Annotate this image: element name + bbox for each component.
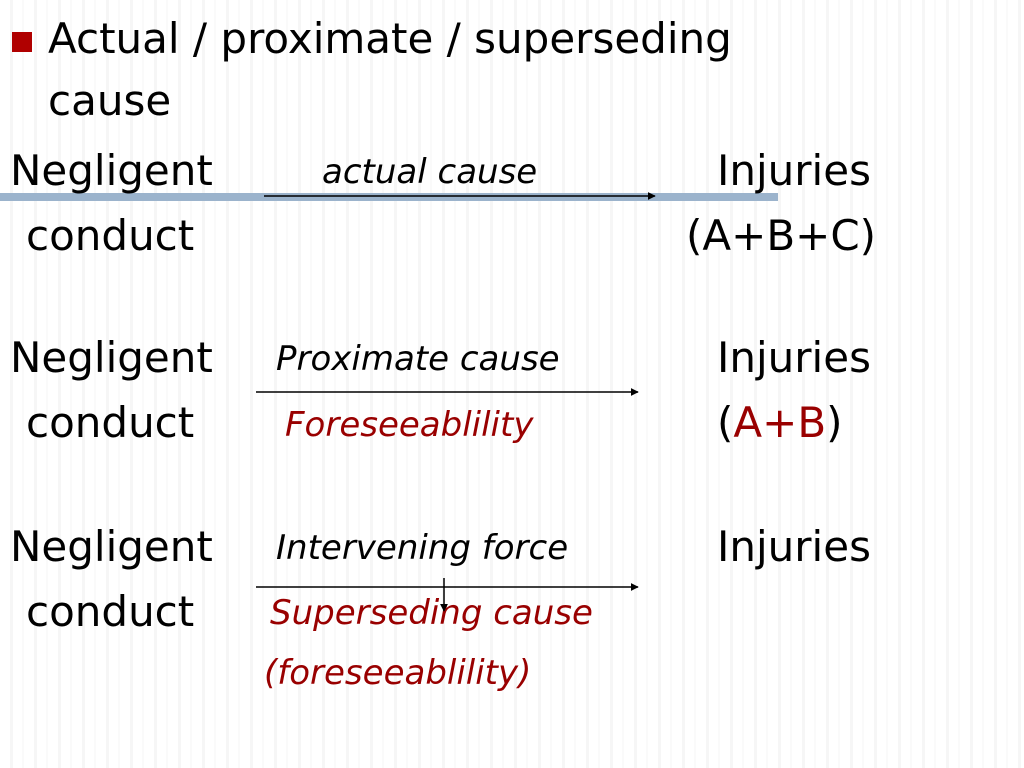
row3-label-foreseeability: (foreseeablility) bbox=[264, 653, 532, 693]
row3-label-superseding-cause: Superseding cause bbox=[270, 593, 593, 633]
slide-title-line2: cause bbox=[48, 76, 172, 125]
title-divider bbox=[0, 193, 778, 201]
row3-label-intervening-force: Intervening force bbox=[276, 528, 569, 568]
row1-label-actual-cause: actual cause bbox=[322, 152, 538, 192]
row1-injury-detail: (A+B+C) bbox=[686, 211, 877, 260]
row2-label-foreseeability: Foreseeablility bbox=[285, 405, 534, 445]
row2-injury-detail: (A+B) bbox=[717, 398, 843, 447]
bullet-icon bbox=[12, 32, 32, 52]
row3-injuries: Injuries bbox=[717, 522, 871, 571]
row2-conduct: conduct bbox=[26, 398, 195, 447]
row1-negligent: Negligent bbox=[10, 146, 213, 195]
row2-negligent: Negligent bbox=[10, 333, 213, 382]
row1-conduct: conduct bbox=[26, 211, 195, 260]
row3-conduct: conduct bbox=[26, 587, 195, 636]
row3-negligent: Negligent bbox=[10, 522, 213, 571]
slide-title-line1: Actual / proximate / superseding bbox=[48, 14, 732, 63]
row2-label-proximate-cause: Proximate cause bbox=[276, 339, 560, 379]
row1-injuries: Injuries bbox=[717, 146, 871, 195]
row2-injuries: Injuries bbox=[717, 333, 871, 382]
